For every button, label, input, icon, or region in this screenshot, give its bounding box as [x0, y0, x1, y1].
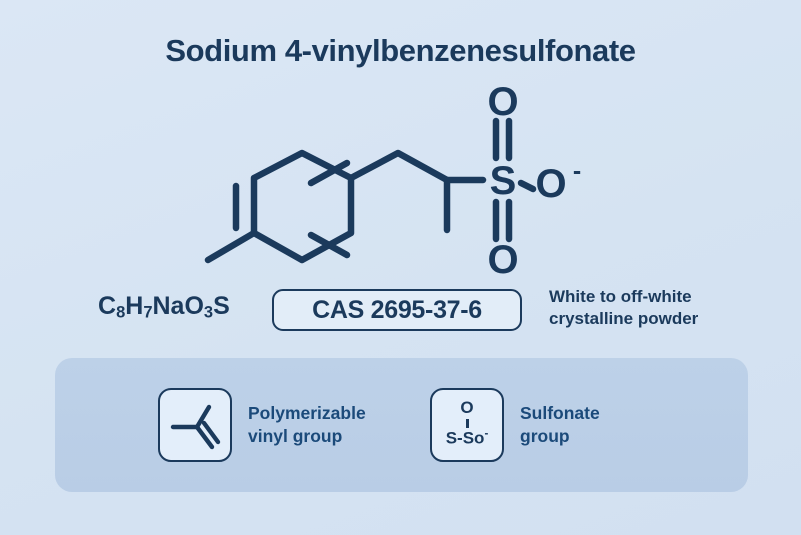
atom-label-oxygen-top: O [487, 85, 518, 124]
formula-s: S [213, 292, 230, 320]
methyl-bond-left [204, 229, 258, 264]
appearance-line-2: crystalline powder [549, 308, 699, 328]
formula-h: H [125, 292, 144, 320]
sulfonate-group-icon: O S-So- [430, 388, 504, 462]
formula-o-count: 3 [203, 303, 214, 322]
cas-number-label: CAS 2695-37-6 [312, 295, 482, 324]
atom-label-sulfur: S [490, 159, 517, 203]
feature-panel: Polymerizable vinyl group O S-So- Sulfon… [55, 358, 748, 492]
atom-label-anion-charge: - [573, 157, 581, 185]
formula-c: C [98, 292, 117, 320]
atom-label-oxygen-anion: O [535, 162, 566, 206]
feature-label-vinyl: Polymerizable vinyl group [248, 403, 366, 446]
ring-double-bond-lower-right [307, 231, 351, 259]
page-title: Sodium 4-vinylbenzenesulfonate [165, 33, 636, 68]
vinyl-group-icon [158, 388, 232, 462]
ring-double-bond-upper-right [307, 159, 351, 187]
appearance-line-1: White to off-white [549, 287, 692, 306]
sulfonate-icon-core: S-So [445, 428, 485, 448]
ethyl-chain [347, 149, 451, 184]
sulfonate-icon-charge: - [484, 428, 489, 440]
cas-badge[interactable]: CAS 2695-37-6 [272, 289, 522, 331]
feature-label-sulfonate: Sulfonate group [520, 403, 600, 446]
sulfonate-icon-formula: S-So- [432, 428, 502, 449]
bond-s-to-o-anion [517, 179, 537, 193]
atom-label-oxygen-bottom: O [487, 238, 518, 275]
info-row: C8H7NaO3S [0, 278, 801, 340]
feature-sulfonate-group[interactable]: O S-So- Sulfonate group [430, 388, 600, 462]
molecular-formula: C8H7NaO3S [98, 292, 230, 323]
formula-o: O [184, 292, 204, 320]
molecule-structure: O S O O - [204, 85, 581, 275]
feature-polymerizable-vinyl-group[interactable]: Polymerizable vinyl group [158, 388, 366, 462]
sulfonate-icon-oxygen: O [460, 398, 474, 417]
appearance-description: White to off-white crystalline powder [549, 286, 698, 330]
formula-h-count: 7 [143, 303, 153, 322]
formula-na: Na [152, 292, 185, 320]
formula-c-count: 8 [116, 303, 126, 322]
sulfonate-icon-bond [466, 419, 469, 428]
